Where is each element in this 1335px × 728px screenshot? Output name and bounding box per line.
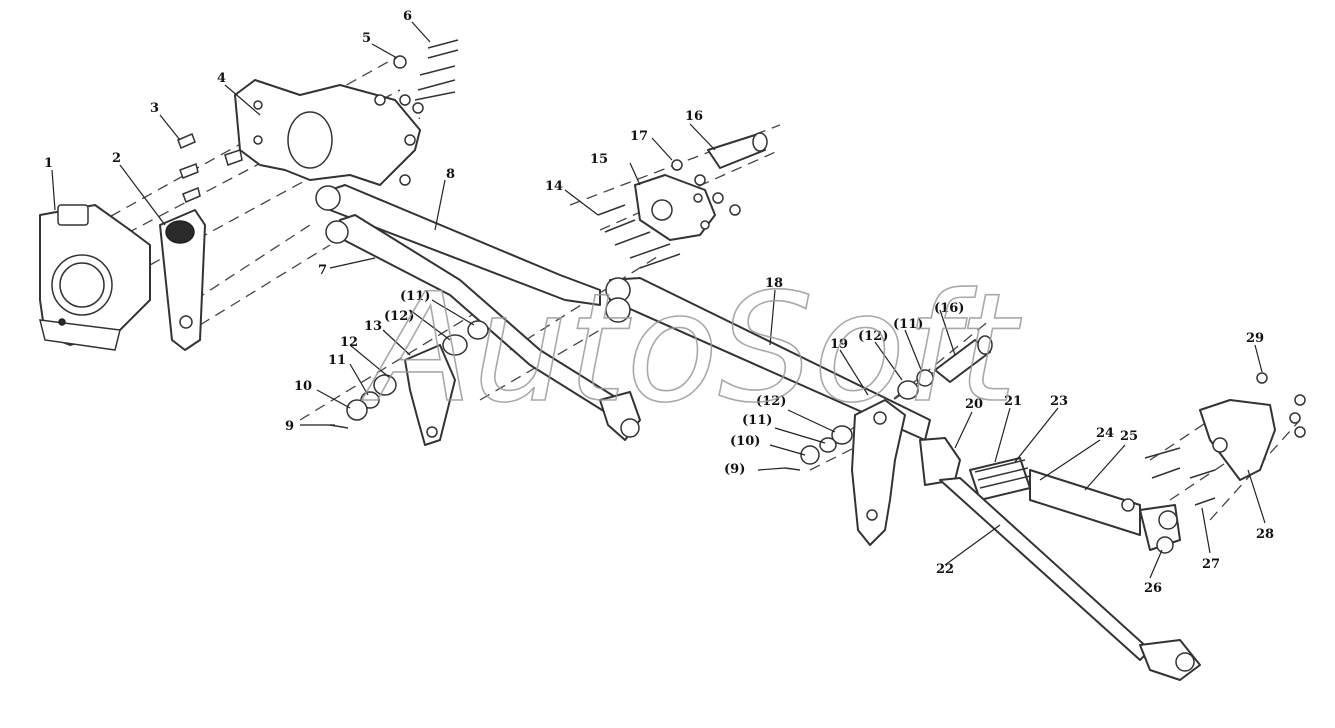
idler-shaft <box>671 132 768 216</box>
callout-21: 21 <box>1004 394 1022 409</box>
steering-gear-box <box>39 204 151 351</box>
callout-12: 12 <box>340 335 358 350</box>
callout-6: 6 <box>403 9 412 24</box>
callout-18: 18 <box>765 276 783 291</box>
callout-11: 11 <box>328 353 346 368</box>
callout-7: 7 <box>318 263 327 278</box>
callout-3: 3 <box>150 101 159 116</box>
callout-16-ref: (16) <box>934 301 964 316</box>
callout-15: 15 <box>590 152 608 167</box>
drag-link-lower <box>325 214 641 441</box>
callout-12-ref-c: (12) <box>756 394 786 409</box>
callout-2: 2 <box>112 151 121 166</box>
callout-9-ref: (9) <box>724 462 745 477</box>
callout-23: 23 <box>1050 394 1068 409</box>
callout-4: 4 <box>217 71 226 86</box>
callout-9: 9 <box>285 419 294 434</box>
callout-12-ref-b: (12) <box>858 329 888 344</box>
callout-11-ref-b: (11) <box>893 317 923 332</box>
callout-16: 16 <box>685 109 703 124</box>
callout-19: 19 <box>830 337 848 352</box>
cylinder-bracket <box>1144 372 1306 506</box>
drag-link-upper <box>315 184 931 441</box>
bracket-bolts <box>177 133 243 203</box>
callout-labels: 1 2 3 4 5 6 7 8 9 10 11 12 13 (11) (12) … <box>44 9 1274 596</box>
callout-24: 24 <box>1096 426 1114 441</box>
callout-14: 14 <box>545 179 563 194</box>
leader-lines <box>51 21 1266 579</box>
watermark-text: AutoSoft <box>362 262 1022 436</box>
bracket-nuts-bolts <box>393 39 459 114</box>
callout-11-ref-a: (11) <box>400 289 430 304</box>
callout-11-ref-c: (11) <box>742 413 772 428</box>
callout-8: 8 <box>446 167 455 182</box>
frame-bracket <box>234 79 421 186</box>
callout-5: 5 <box>362 31 371 46</box>
callout-25: 25 <box>1120 429 1138 444</box>
callout-26: 26 <box>1144 581 1162 596</box>
callout-22: 22 <box>936 562 954 577</box>
callout-13: 13 <box>364 319 382 334</box>
callout-17: 17 <box>630 129 648 144</box>
callout-10-ref: (10) <box>730 434 760 449</box>
right-bushing-group <box>784 335 993 471</box>
pitman-arm <box>159 209 206 351</box>
idler-bracket-bolts <box>597 204 681 269</box>
callout-1: 1 <box>44 156 53 171</box>
idler-arm-right <box>851 399 906 546</box>
callout-10: 10 <box>294 379 312 394</box>
callout-20: 20 <box>965 397 983 412</box>
callout-28: 28 <box>1256 527 1274 542</box>
tie-rod <box>939 477 1201 681</box>
callout-12-ref-a: (12) <box>384 309 414 324</box>
power-cylinder <box>919 437 1181 554</box>
idler-bracket <box>634 174 716 241</box>
callout-29: 29 <box>1246 331 1264 346</box>
callout-27: 27 <box>1202 557 1220 572</box>
